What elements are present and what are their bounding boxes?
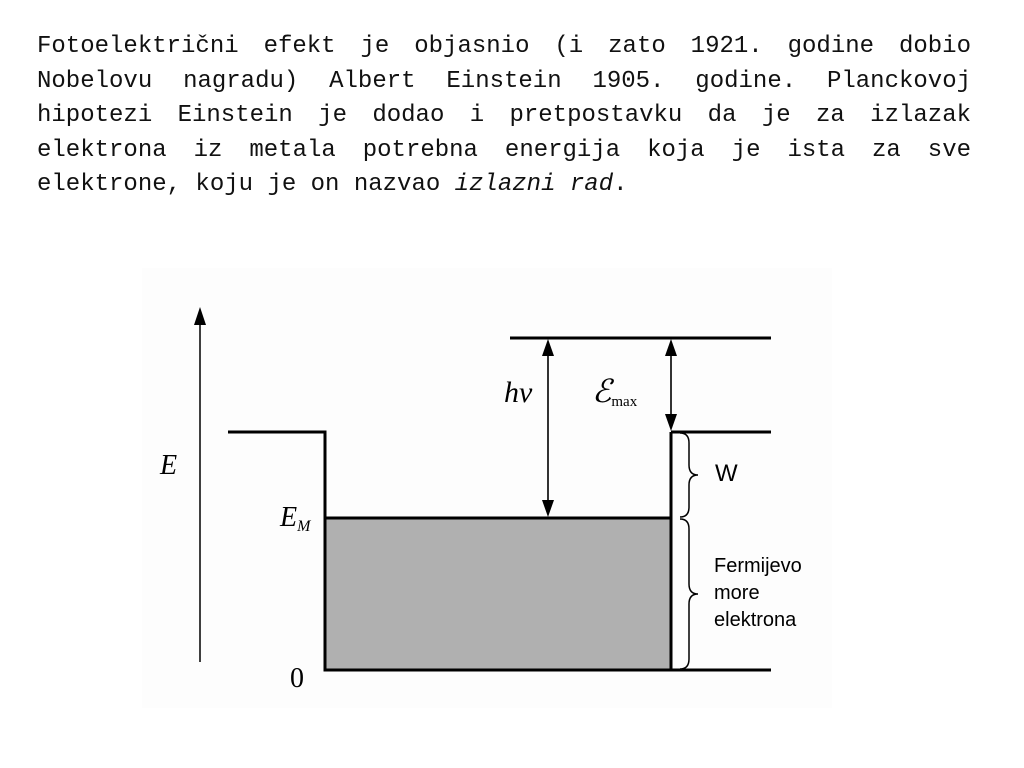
photon-energy-arrow-bottom-head: [542, 500, 554, 517]
energy-axis-arrowhead: [194, 307, 206, 325]
photon-energy-label: hν: [504, 376, 533, 409]
work-function-brace: [679, 432, 699, 518]
fermi-sea-brace: [679, 518, 699, 670]
max-kinetic-energy-arrow-top-head: [665, 339, 677, 356]
fermi-level-label-main: E: [279, 502, 297, 533]
max-kinetic-energy-symbol: ℰ: [592, 373, 615, 409]
fermi-sea-region: [325, 518, 671, 670]
paragraph-text: Fotoelektrični efekt je objasnio (i zato…: [37, 33, 971, 198]
energy-axis-label: E: [159, 450, 177, 481]
fermi-sea-label: Fermijevo more elektrona: [714, 555, 807, 631]
fermi-level-label-subscript: M: [296, 518, 312, 535]
max-kinetic-energy-subscript: max: [611, 394, 637, 410]
intro-paragraph: Fotoelektrični efekt je objasnio (i zato…: [37, 30, 971, 203]
max-kinetic-energy-arrow-bottom-head: [665, 414, 677, 431]
max-kinetic-energy-label: ℰmax: [592, 373, 638, 410]
work-function-label: W: [715, 460, 738, 487]
paragraph-end: .: [613, 171, 628, 198]
fermi-sea-label-line1: Fermijevo: [714, 555, 802, 577]
photon-energy-arrow-top-head: [542, 339, 554, 356]
fermi-level-label: EM: [279, 502, 312, 535]
potential-well-outline: [228, 430, 771, 672]
fermi-sea-label-line2: more: [714, 582, 760, 604]
emphasized-term: izlazni rad: [454, 171, 614, 198]
fermi-sea-label-line3: elektrona: [714, 609, 797, 631]
zero-level-label: 0: [290, 663, 304, 694]
